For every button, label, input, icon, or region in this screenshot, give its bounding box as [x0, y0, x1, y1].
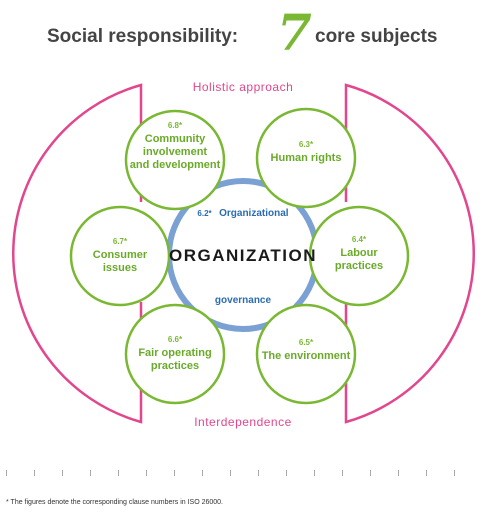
subject-number: 6.6*	[168, 335, 183, 344]
subject-number: 6.5*	[299, 338, 314, 347]
circle-community	[124, 109, 226, 211]
subject-label-line: practices	[335, 260, 383, 272]
circle-labour	[308, 205, 410, 307]
governance-line2: governance	[215, 295, 272, 306]
subject-label-line: practices	[151, 360, 199, 372]
right-bracket	[344, 83, 475, 424]
subject-label-line: and development	[130, 159, 221, 171]
circle-fair-operating	[124, 303, 226, 405]
subject-consumer: 6.7* Consumer issues	[93, 237, 148, 274]
subject-number: 6.4*	[352, 235, 367, 244]
organization-label: ORGANIZATION	[169, 246, 317, 265]
subject-label-line: issues	[103, 262, 137, 274]
subject-label-line: Fair operating	[138, 347, 211, 359]
subject-label-line: Labour	[340, 247, 378, 259]
title-number: 7	[277, 3, 312, 62]
circle-human-rights	[255, 107, 357, 209]
subject-label-line: Human rights	[271, 152, 342, 164]
subject-human-rights: 6.3* Human rights	[271, 140, 342, 164]
left-bracket	[12, 83, 143, 424]
subject-number: 6.7*	[113, 237, 128, 246]
subject-circles	[69, 107, 410, 405]
subject-number: 6.8*	[168, 121, 183, 130]
interdependence-label: Interdependence	[194, 415, 292, 429]
footnote: * The figures denote the corresponding c…	[6, 499, 224, 506]
governance-label-top: 6.2* Organizational	[197, 203, 288, 220]
circle-consumer	[69, 205, 171, 307]
subject-label-line: Community	[145, 133, 206, 145]
title-part2: core subjects	[315, 26, 438, 47]
circle-environment	[255, 303, 357, 405]
subject-label-line: involvement	[143, 146, 208, 158]
title-part1: Social responsibility:	[47, 26, 238, 47]
subject-number: 6.3*	[299, 140, 314, 149]
subject-environment: 6.5* The environment	[262, 338, 351, 362]
subject-fair-operating: 6.6* Fair operating practices	[138, 335, 211, 372]
holistic-approach-label: Holistic approach	[193, 80, 294, 94]
subject-label-line: Consumer	[93, 249, 148, 261]
governance-line1: Organizational	[219, 208, 289, 219]
subject-label-line: The environment	[262, 350, 351, 362]
subject-labour: 6.4* Labour practices	[335, 235, 383, 272]
governance-number: 6.2*	[197, 209, 212, 218]
subject-community: 6.8* Community involvement and developme…	[130, 121, 221, 171]
